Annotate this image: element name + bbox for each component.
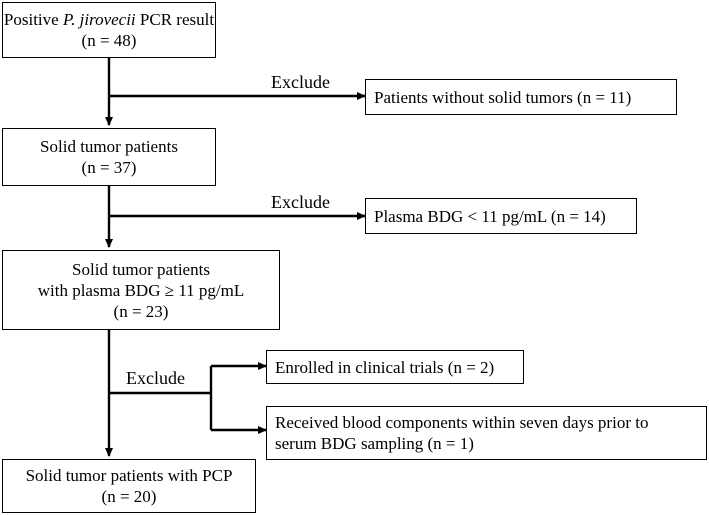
box-solid-tumor-count: (n = 37)	[81, 158, 137, 177]
exclude-label-2: Exclude	[271, 192, 330, 212]
box-blood-components: Received blood components within seven d…	[266, 406, 707, 460]
box-without-solid-tumors-text: Patients without solid tumors (n = 11)	[374, 87, 632, 107]
box-positive-pcr: Positive P. jirovecii PCR result (n = 48…	[2, 2, 216, 58]
exclude-label-1: Exclude	[271, 72, 330, 92]
box-pcp: Solid tumor patients with PCP (n = 20)	[2, 459, 256, 513]
box-blood-line2: serum BDG sampling (n = 1)	[275, 434, 474, 453]
box-pcp-count: (n = 20)	[101, 487, 157, 506]
box-pcp-line1: Solid tumor patients with PCP	[25, 466, 233, 485]
box-plasma-bdg-high: Solid tumor patients with plasma BDG ≥ 1…	[2, 250, 280, 330]
box-clinical-trials: Enrolled in clinical trials (n = 2)	[266, 350, 524, 384]
box-positive-pcr-count: (n = 48)	[81, 31, 137, 50]
box-solid-tumor-line1: Solid tumor patients	[40, 137, 178, 156]
box-blood-line1: Received blood components within seven d…	[275, 413, 649, 432]
box-plasma-bdg-low: Plasma BDG < 11 pg/mL (n = 14)	[365, 198, 637, 234]
box-positive-pcr-line1: Positive P. jirovecii PCR result	[3, 10, 215, 29]
box-plasma-high-line1: Solid tumor patients	[72, 259, 210, 279]
box-clinical-trials-text: Enrolled in clinical trials (n = 2)	[275, 357, 495, 377]
box-solid-tumor-patients: Solid tumor patients (n = 37)	[2, 128, 216, 186]
box-without-solid-tumors: Patients without solid tumors (n = 11)	[365, 79, 677, 115]
exclude-label-3: Exclude	[126, 368, 185, 388]
box-plasma-high-line2: with plasma BDG ≥ 11 pg/mL	[37, 280, 245, 300]
box-plasma-bdg-low-text: Plasma BDG < 11 pg/mL (n = 14)	[374, 206, 606, 226]
box-plasma-high-count: (n = 23)	[113, 301, 169, 321]
